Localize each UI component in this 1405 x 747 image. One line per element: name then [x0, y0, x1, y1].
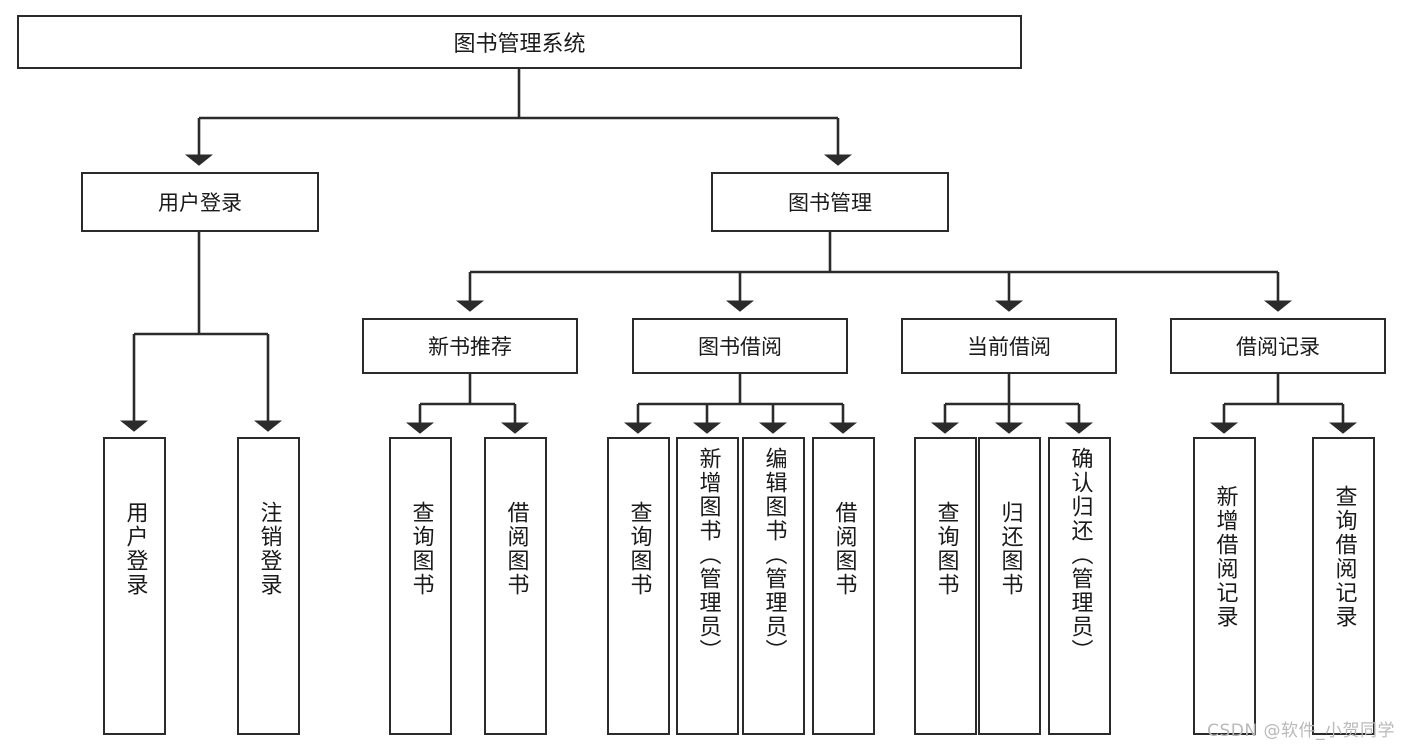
leaf-borrow-edit-book-admin[interactable]: 编辑图书（管理员） [742, 437, 805, 735]
leaf-current-query-book[interactable]: 查询图书 [914, 437, 977, 735]
leaf-record-add-record[interactable]: 新增借阅记录 [1193, 437, 1256, 735]
node-current-borrow[interactable]: 当前借阅 [901, 318, 1117, 374]
leaf-label: 借阅图书 [831, 501, 857, 597]
leaf-borrow-query-book[interactable]: 查询图书 [607, 437, 670, 735]
node-user-login[interactable]: 用户登录 [81, 172, 319, 232]
leaf-new-book-borrow[interactable]: 借阅图书 [484, 437, 547, 735]
node-root-label: 图书管理系统 [453, 32, 586, 57]
node-book-management-label: 图书管理 [788, 191, 872, 215]
node-new-book-recommend-label: 新书推荐 [428, 335, 512, 359]
node-book-borrow[interactable]: 图书借阅 [632, 318, 848, 374]
node-root[interactable]: 图书管理系统 [17, 15, 1022, 69]
node-book-management[interactable]: 图书管理 [711, 172, 949, 232]
node-new-book-recommend[interactable]: 新书推荐 [362, 318, 578, 374]
leaf-label: 查询图书 [408, 501, 434, 597]
leaf-label: 查询借阅记录 [1331, 485, 1357, 629]
leaf-borrow-borrow-book[interactable]: 借阅图书 [812, 437, 875, 735]
leaf-label: 用户登录 [122, 501, 148, 597]
leaf-user-login-login[interactable]: 用户登录 [103, 437, 166, 735]
leaf-new-book-query[interactable]: 查询图书 [389, 437, 452, 735]
leaf-borrow-add-book-admin[interactable]: 新增图书（管理员） [676, 437, 739, 735]
node-book-borrow-label: 图书借阅 [698, 335, 782, 359]
watermark: CSDN @软件_小贺同学 [1207, 721, 1395, 741]
leaf-label: 借阅图书 [503, 501, 529, 597]
node-user-login-label: 用户登录 [158, 191, 242, 215]
leaf-label: 注销登录 [256, 501, 282, 597]
leaf-record-query-record[interactable]: 查询借阅记录 [1312, 437, 1375, 735]
leaf-label: 新增借阅记录 [1212, 485, 1238, 629]
leaf-label: 新增图书（管理员） [695, 447, 721, 663]
leaf-label: 查询图书 [626, 501, 652, 597]
node-current-borrow-label: 当前借阅 [967, 335, 1051, 359]
leaf-current-confirm-return-admin[interactable]: 确认归还（管理员） [1048, 437, 1111, 735]
leaf-label: 归还图书 [997, 501, 1023, 597]
leaf-label: 编辑图书（管理员） [761, 447, 787, 663]
node-borrow-record-label: 借阅记录 [1236, 335, 1320, 359]
leaf-label: 查询图书 [933, 501, 959, 597]
node-borrow-record[interactable]: 借阅记录 [1170, 318, 1386, 374]
leaf-label: 确认归还（管理员） [1067, 447, 1093, 663]
leaf-user-login-logout[interactable]: 注销登录 [237, 437, 300, 735]
leaf-current-return-book[interactable]: 归还图书 [978, 437, 1041, 735]
